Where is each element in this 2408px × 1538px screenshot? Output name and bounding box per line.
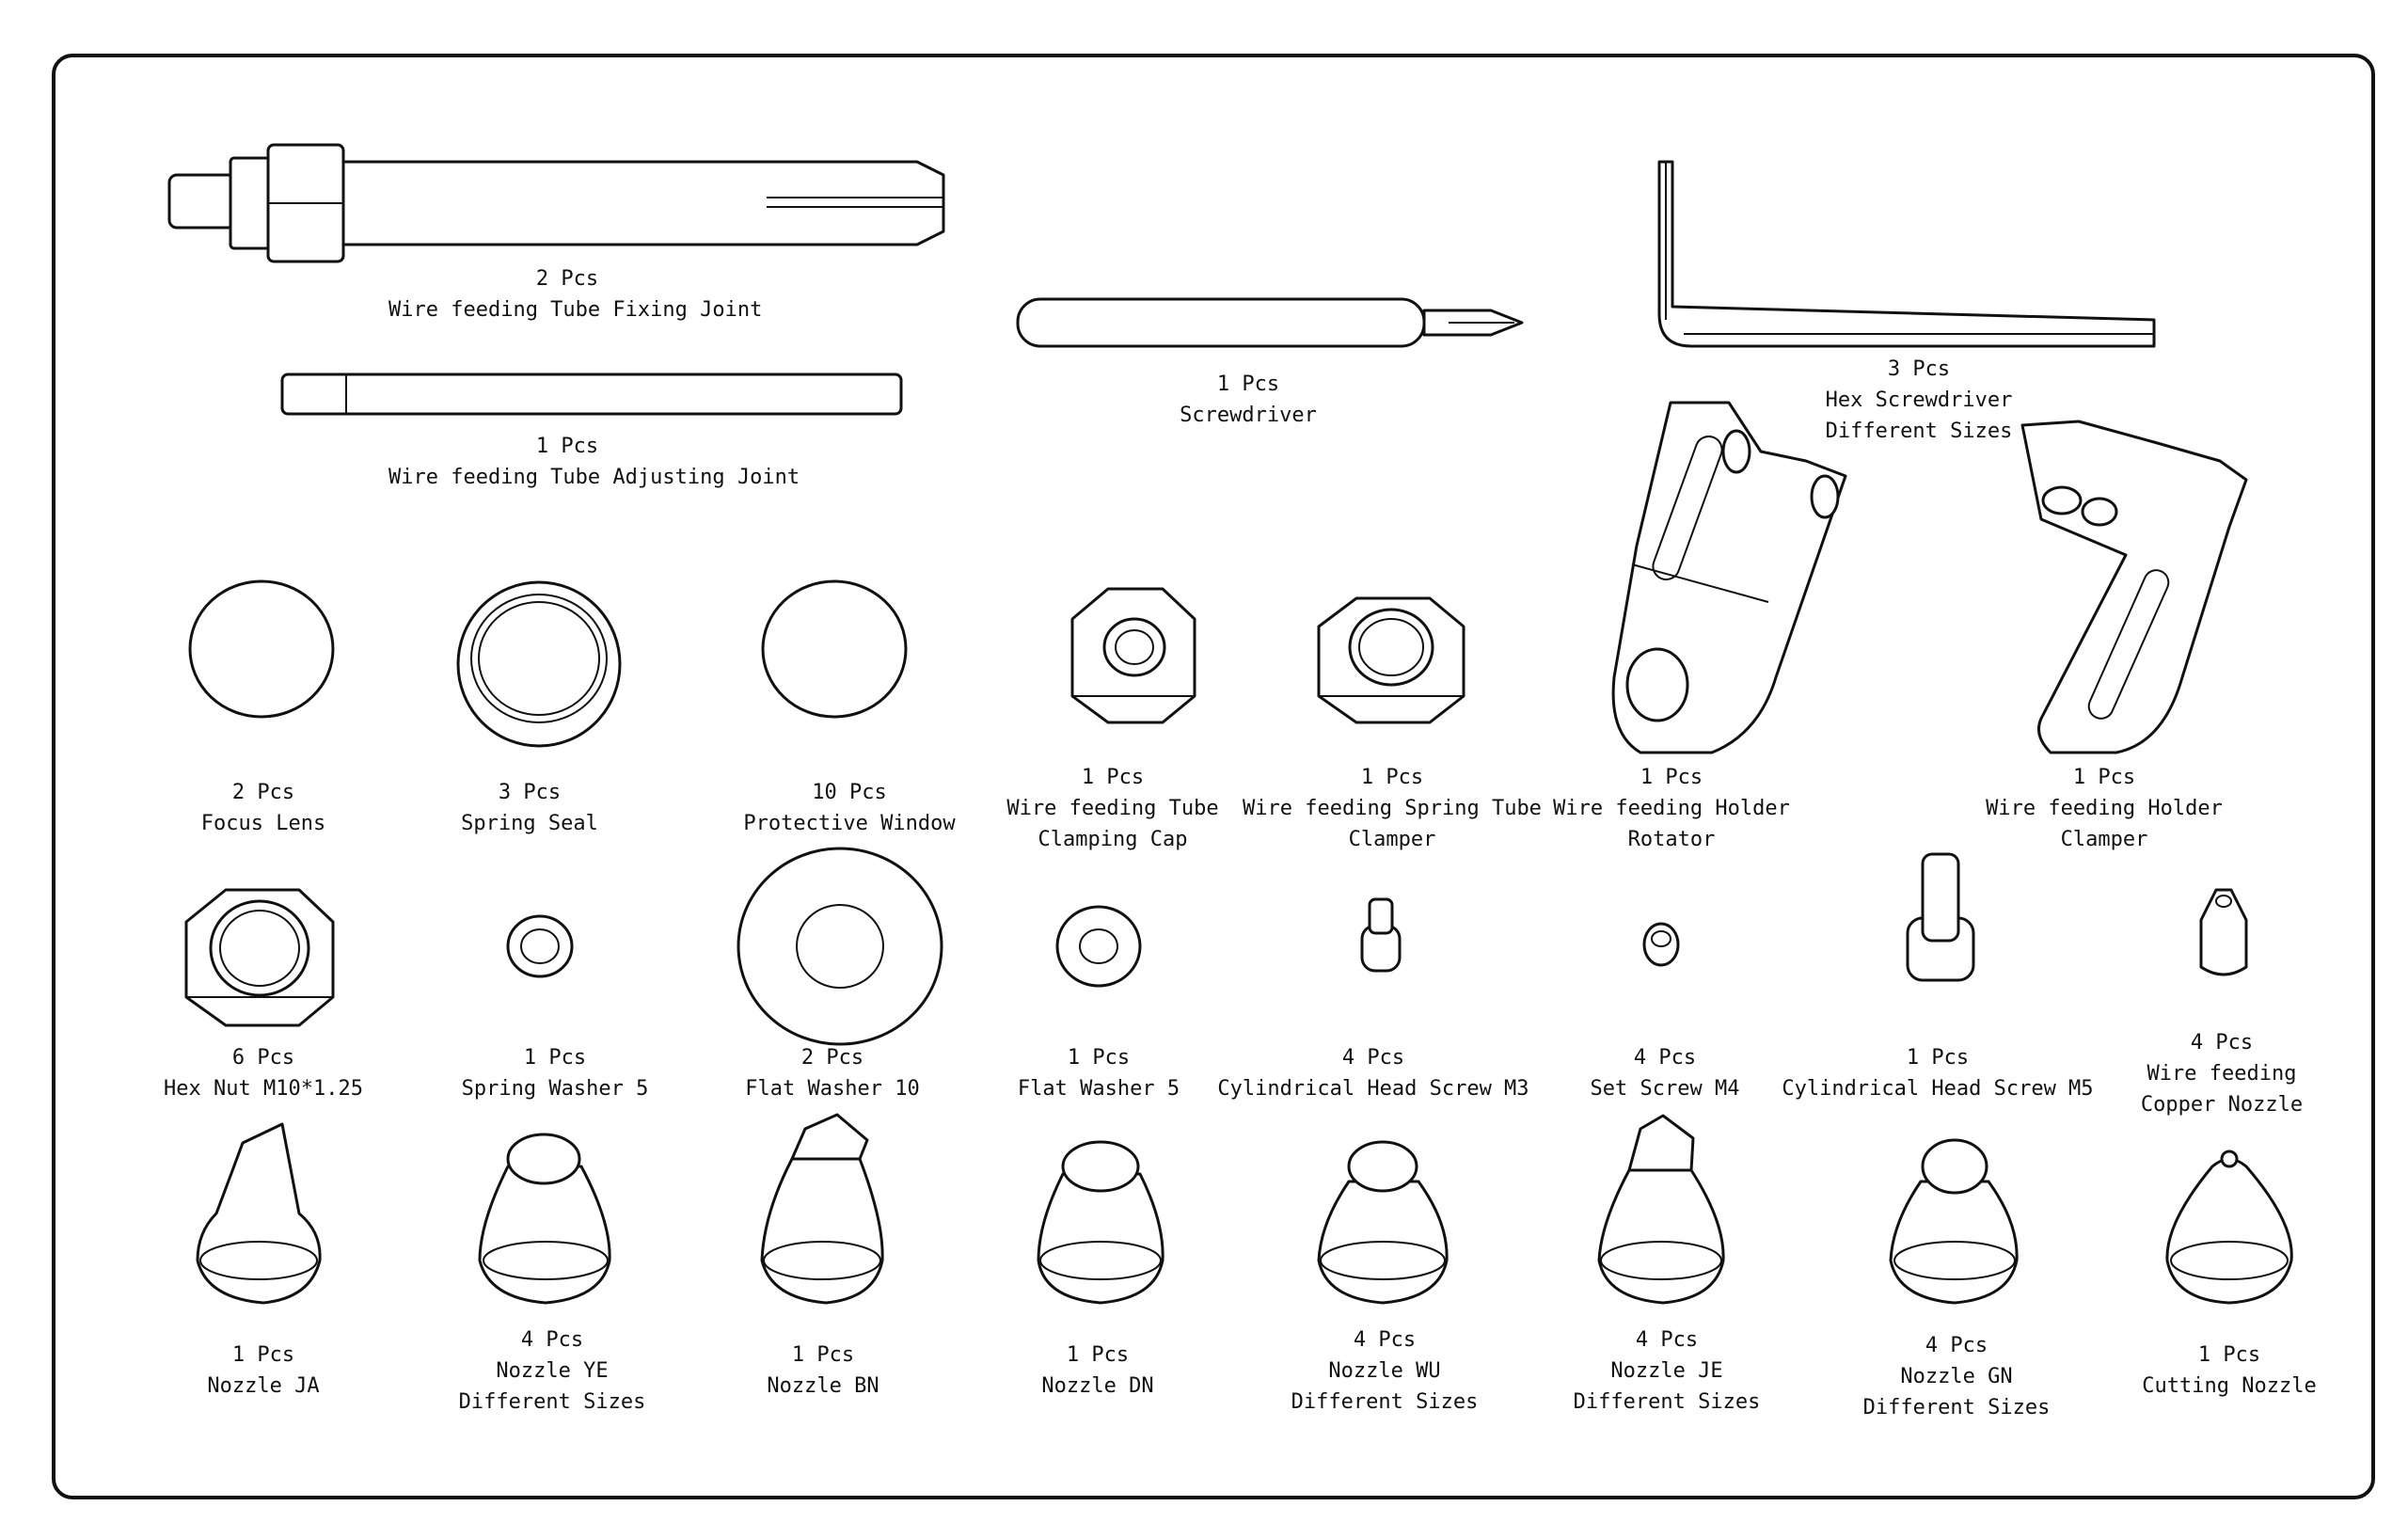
adjusting-joint-drawing xyxy=(280,373,903,416)
spring-tube-clamper-drawing xyxy=(1317,596,1465,724)
hex-screwdriver-drawing xyxy=(1657,160,2156,348)
nozzle-dn-drawing xyxy=(1037,1140,1164,1305)
fixing-joint-drawing xyxy=(167,143,945,263)
spring-seal-drawing xyxy=(456,580,622,748)
clamping-cap-drawing xyxy=(1070,587,1196,724)
copper-nozzle-drawing xyxy=(2199,888,2248,976)
nozzle-ja-drawing xyxy=(196,1122,322,1305)
nozzle-gn-drawing xyxy=(1889,1138,2019,1305)
flat-washer-10-drawing xyxy=(737,847,943,1046)
nozzle-bn-drawing xyxy=(760,1113,884,1305)
nozzle-je-drawing xyxy=(1597,1114,1725,1305)
screw-m5-drawing xyxy=(1906,852,1975,982)
nozzle-wu-drawing xyxy=(1317,1140,1449,1305)
hex-nut-drawing xyxy=(184,888,335,1027)
flat-washer-5-drawing xyxy=(1055,905,1142,988)
protective-window-drawing xyxy=(761,579,908,719)
screw-m3-drawing xyxy=(1360,897,1402,973)
diagram-frame xyxy=(52,54,2375,1499)
nozzle-ye-drawing xyxy=(478,1133,611,1305)
screwdriver-drawing xyxy=(1016,297,1524,348)
set-screw-m4-drawing xyxy=(1642,922,1680,967)
spring-washer-drawing xyxy=(506,914,574,978)
focus-lens-drawing xyxy=(188,579,335,719)
cutting-nozzle-drawing xyxy=(2165,1150,2293,1305)
holder-clamper-drawing xyxy=(2020,420,2248,754)
holder-rotator-drawing xyxy=(1611,401,1847,754)
